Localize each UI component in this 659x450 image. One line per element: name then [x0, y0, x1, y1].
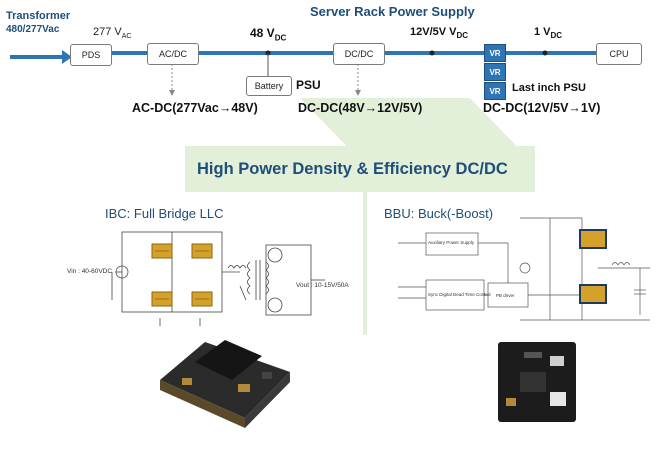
stage-acdc-label: AC-DC(277Vac→48V): [132, 101, 258, 115]
voltage-48v-sub: DC: [274, 33, 287, 43]
voltage-277v-sub: AC: [121, 33, 132, 41]
input-arrow-head: [62, 50, 72, 64]
stage-vr-label: DC-DC(12V/5V→1V): [483, 101, 601, 115]
junction-1v: [542, 50, 548, 56]
bbu-schematic: [398, 217, 650, 321]
pds-block: PDS: [70, 44, 112, 66]
focus-highlight: [300, 98, 530, 160]
ibc-vin: Vin : 40-60VDC: [67, 268, 113, 275]
ibc-schematic: [111, 231, 325, 326]
voltage-1v: 1 VDC: [534, 26, 562, 40]
voltage-12v: 12V/5V VDC: [410, 26, 468, 40]
voltage-12v-main: 12V/5V V: [410, 26, 457, 38]
focus-title: High Power Density & Efficiency DC/DC: [197, 160, 508, 178]
bbu-board-image: [498, 342, 576, 422]
voltage-277v: 277 VAC: [93, 26, 131, 40]
focus-band: [185, 146, 535, 192]
voltage-277v-main: 277 V: [93, 26, 122, 38]
battery-block: Battery: [246, 76, 292, 96]
transformer-label: Transformer: [6, 10, 71, 22]
bbu-driver-label: PB driver: [496, 293, 515, 298]
voltage-1v-sub: DC: [550, 31, 563, 41]
bbu-aux-label: Auxiliary Power Supply: [428, 240, 475, 245]
vr-block-2: VR: [484, 63, 506, 81]
transformer-input: 480/277Vac: [6, 24, 60, 35]
junction-12v: [429, 50, 435, 56]
vr-block-3: VR: [484, 82, 506, 100]
voltage-48v: 48 VDC: [250, 26, 286, 42]
vr-block-1: VR: [484, 44, 506, 62]
leader-dcdc-head: [355, 90, 361, 96]
ibc-title: IBC: Full Bridge LLC: [105, 206, 224, 221]
cpu-block: CPU: [596, 43, 642, 65]
psu-label: PSU: [296, 78, 321, 92]
leader-acdc-head: [169, 90, 175, 96]
voltage-48v-main: 48 V: [250, 26, 275, 40]
ibc-vout: Vout : 10-15V/50A: [296, 282, 349, 289]
stage-dcdc-label: DC-DC(48V→12V/5V): [298, 101, 423, 115]
ibc-module-image: [160, 340, 290, 428]
last-inch-label: Last inch PSU: [512, 82, 586, 94]
ibc-mosfets: [151, 243, 213, 307]
voltage-12v-sub: DC: [456, 31, 469, 41]
diagram-title: Server Rack Power Supply: [310, 4, 475, 19]
bbu-control-label: Sync Digital Dead Time Control: [428, 292, 491, 297]
acdc-block: AC/DC: [147, 43, 199, 65]
voltage-1v-main: 1 V: [534, 26, 551, 38]
bbu-title: BBU: Buck(-Boost): [384, 206, 494, 221]
dcdc-block: DC/DC: [333, 43, 385, 65]
bbu-mosfets: [579, 229, 607, 304]
